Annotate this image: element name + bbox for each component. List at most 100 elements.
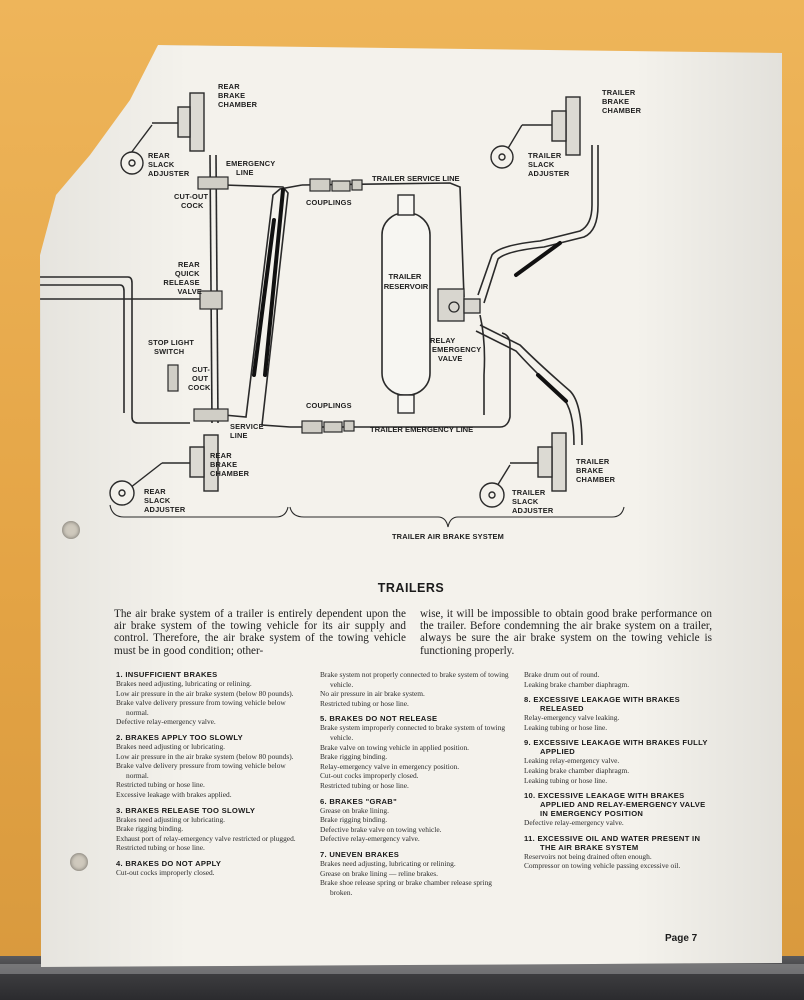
punch-hole-top [62,521,80,539]
trouble-cause: Reservoirs not being drained often enoug… [524,851,652,861]
label-relay-emergency-valve: RELAY EMERGENCY VALVE [430,336,484,363]
trouble-cause: No air pressure in air brake system. [320,689,425,699]
table-highlight [0,964,804,974]
manual-page: REAR BRAKE CHAMBER REAR SLACK ADJUSTER E… [40,45,782,967]
label-service-line: SERVICE LINE [230,422,266,440]
emergency-line-cross [223,184,291,428]
trouble-cause: Low air pressure in the air brake system… [116,751,294,761]
trailer-service-line [301,182,465,298]
label-trailer-service-line: TRAILER SERVICE LINE [372,174,460,183]
label-rear-brake-chamber-top: REAR BRAKE CHAMBER [218,82,258,109]
label-rear-slack-adjuster-top: REAR SLACK ADJUSTER [148,151,190,178]
trailer-slack-adjuster-bottom-arm [479,464,511,508]
trouble-cause: Excessive leakage with brakes applied. [116,789,232,799]
trouble-section-title: 7. UNEVEN BRAKES [320,849,400,859]
trouble-section-title: 2. BRAKES APPLY TOO SLOWLY [116,732,243,742]
caption-bracket [109,504,625,528]
rear-slack-adjuster-bottom-arm [109,462,163,506]
label-stop-light-switch: STOP LIGHT SWITCH [148,338,196,356]
trouble-section-title: 5. BRAKES DO NOT RELEASE [320,714,438,724]
trouble-section: Brake drum out of round.Leaking brake ch… [524,670,716,689]
trouble-section: 11. EXCESSIVE OIL AND WATER PRESENT IN T… [524,834,716,871]
service-line-cross [223,184,303,418]
trouble-cause: Grease on brake lining. [320,805,389,815]
label-cut-out-cock-top: CUT-OUT COCK [174,192,211,210]
trouble-section: 6. BRAKES "GRAB"Grease on brake lining.B… [320,797,512,844]
trouble-cause: Brakes need adjusting or lubricating. [116,814,225,824]
trailer-brake-chamber-bottom-body [510,432,567,492]
trouble-section-title: 8. EXCESSIVE LEAKAGE WITH BRAKES RELEASE… [524,695,681,714]
trouble-cause: Cut-out cocks improperly closed. [116,867,215,877]
label-rear-slack-adjuster-bottom: REAR SLACK ADJUSTER [144,487,186,514]
label-emergency-line: EMERGENCY LINE [226,159,278,177]
trouble-cause: Brakes need adjusting, lubricating or re… [116,679,252,688]
trouble-section: 9. EXCESSIVE LEAKAGE WITH BRAKES FULLY A… [524,738,716,785]
trouble-cause: Leaking brake chamber diaphragm. [524,679,630,689]
cut-out-cock-bottom-body [193,408,229,422]
tractor-vertical-line [209,154,213,424]
trailer-slack-adjuster-top-arm [490,124,523,169]
trouble-section: 8. EXCESSIVE LEAKAGE WITH BRAKES RELEASE… [524,695,716,732]
trouble-cause: Brakes need adjusting or lubricating. [116,741,225,751]
trouble-cause: Restricted tubing or hose line. [320,698,409,708]
trailer-emergency-line [290,332,511,428]
trouble-cause: Exhaust port of relay-emergency valve re… [116,833,296,843]
trouble-section-title: 1. INSUFFICIENT BRAKES [116,670,218,679]
rear-brake-chamber-bottom-body [162,434,219,492]
trouble-cause: Brakes need adjusting, lubricating or re… [320,858,456,868]
trailer-line-upper [477,145,593,296]
trouble-cause: Cut-out cocks improperly closed. [320,771,419,781]
relay-emergency-valve-body [437,288,481,322]
trouble-section-title: 4. BRAKES DO NOT APPLY [116,858,222,868]
trouble-section-title: 9. EXCESSIVE LEAKAGE WITH BRAKES FULLY A… [524,738,708,757]
trouble-section: Brake system not properly connected to b… [320,670,512,708]
hose-trailer-upper [514,241,562,277]
trouble-cause: Defective relay-emergency valve. [320,834,420,844]
label-couplings-bottom: COUPLINGS [306,401,352,410]
trouble-cause: Brake valve delivery pressure from towin… [116,698,286,717]
section-heading: TRAILERS [377,581,445,595]
label-trailer-brake-chamber-bottom: TRAILER BRAKE CHAMBER [576,457,616,484]
intro-paragraph-left: The air brake system of a trailer is ent… [114,608,406,657]
trouble-section-title: 3. BRAKES RELEASE TOO SLOWLY [116,805,256,815]
trouble-cause: Brake valve delivery pressure from towin… [116,761,286,780]
trouble-cause: Low air pressure in the air brake system… [116,688,294,698]
label-trailer-slack-adjuster-top: TRAILER SLACK ADJUSTER [528,151,570,178]
trouble-cause: Brake rigging binding. [320,815,388,825]
label-trailer-reservoir: TRAILER RESERVOIR [384,272,429,291]
trailer-line-lower [479,324,583,446]
trouble-section-title: 10. EXCESSIVE LEAKAGE WITH BRAKES APPLIE… [524,791,706,819]
intro-paragraph-right: wise, it will be impossible to obtain go… [420,608,712,657]
diagram-caption: TRAILER AIR BRAKE SYSTEM [392,532,504,541]
trouble-cause: Defective relay-emergency valve. [524,818,624,828]
trouble-cause: Compressor on towing vehicle passing exc… [524,861,681,871]
trouble-cause: Brake valve on towing vehicle in applied… [320,742,470,752]
trouble-cause: Restricted tubing or hose line. [116,843,205,853]
hose-service [252,218,276,377]
couplings-bottom-parts [301,420,355,434]
page-number: Page 7 [665,933,698,944]
frame-rail-outer [40,276,190,424]
punch-hole-bottom [70,853,88,871]
label-trailer-slack-adjuster-bottom: TRAILER SLACK ADJUSTER [512,488,554,515]
trouble-cause: Relay-emergency valve leaking. [524,713,620,723]
trailer-brake-chamber-top-body [522,96,581,156]
trouble-cause: Leaking brake chamber diaphragm. [524,765,630,775]
quick-release-valve-body [199,290,223,310]
hose-emergency [263,188,285,377]
trouble-cause: Grease on brake lining — reline brakes. [320,868,439,878]
label-trailer-emergency-line: TRAILER EMERGENCY LINE [370,425,473,434]
trouble-cause: Relay-emergency valve in emergency posit… [320,761,460,771]
trouble-cause: Brake rigging binding. [116,824,184,834]
cut-out-cock-top-body [197,176,229,190]
trouble-section: 10. EXCESSIVE LEAKAGE WITH BRAKES APPLIE… [524,791,716,828]
trailer-air-brake-diagram: REAR BRAKE CHAMBER REAR SLACK ADJUSTER E… [40,82,641,541]
label-rear-brake-chamber-bottom: REAR BRAKE CHAMBER [210,451,250,478]
trouble-section-title: 6. BRAKES "GRAB" [320,796,397,806]
